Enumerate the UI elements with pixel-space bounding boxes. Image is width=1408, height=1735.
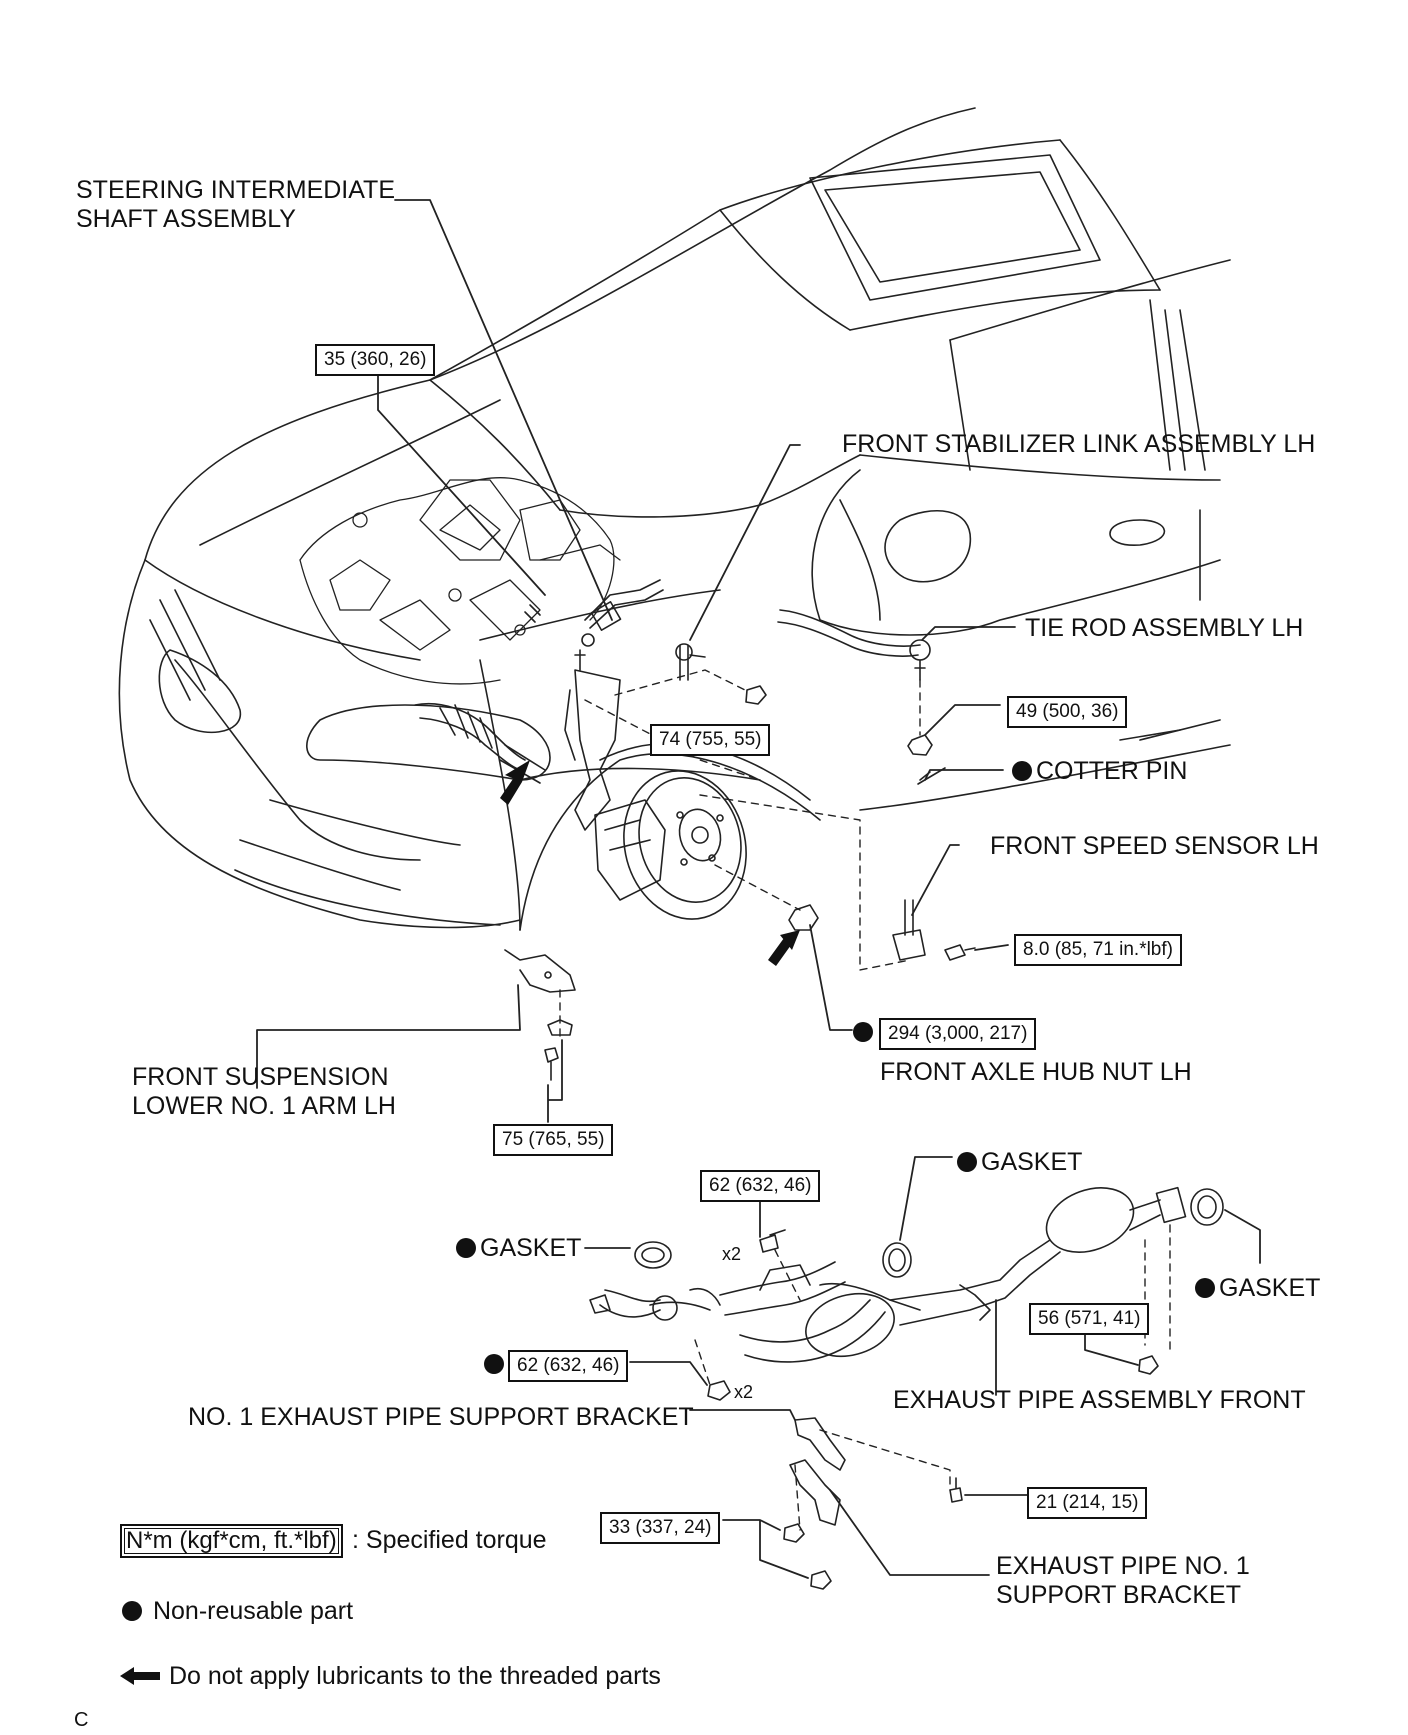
- support-bracket-parts: [789, 1417, 846, 1526]
- no1-bracket-label: NO. 1 EXHAUST PIPE SUPPORT BRACKET: [188, 1403, 694, 1431]
- torque-box-steering: 35 (360, 26): [315, 344, 436, 376]
- legend-torque-text: : Specified torque: [352, 1526, 547, 1554]
- torque-box-hub-nut: 294 (3,000, 217): [879, 1018, 1037, 1050]
- steering-shaft-label-line1: STEERING INTERMEDIATE: [76, 176, 396, 204]
- gasket-right-text: GASKET: [1219, 1274, 1321, 1302]
- arrow-hub-nut: [768, 930, 800, 966]
- dashed-lines: [559, 669, 1171, 1531]
- torque-box-manifold-bolt: 62 (632, 46): [700, 1170, 821, 1202]
- exhaust-fasteners: [707, 1229, 1159, 1590]
- non-reusable-dot-icon: [1012, 761, 1032, 781]
- legend-torque-box: N*m (kgf*cm, ft.*lbf): [120, 1524, 343, 1558]
- non-reusable-dot-icon: [1195, 1278, 1215, 1298]
- steering-shaft-label: STEERING INTERMEDIATE SHAFT ASSEMBLY: [76, 176, 395, 234]
- torque-box-tie-rod: 49 (500, 36): [1007, 696, 1128, 728]
- torque-box-stabilizer: 74 (755, 55): [650, 724, 771, 756]
- hub-nut-label: FRONT AXLE HUB NUT LH: [880, 1058, 1192, 1086]
- gasket-parts: [634, 1188, 1224, 1278]
- torque-box-speed-sensor: 8.0 (85, 71 in.*lbf): [1014, 934, 1182, 966]
- hub-nut-part: [788, 904, 819, 931]
- arrow-drive-shaft: [500, 760, 530, 805]
- hub-nut-torque-row: [853, 1018, 877, 1047]
- non-reusable-dot-icon: [484, 1354, 504, 1374]
- steering-shaft-label-line2: SHAFT ASSEMBLY: [76, 205, 296, 233]
- manifold-nut-row: [484, 1350, 508, 1379]
- torque-box-bracket-bolt: 21 (214, 15): [1027, 1487, 1148, 1519]
- tie-rod-part: [777, 609, 931, 681]
- tie-rod-label: TIE ROD ASSEMBLY LH: [1025, 614, 1304, 642]
- lower-arm-label: FRONT SUSPENSION LOWER NO. 1 ARM LH: [132, 1063, 396, 1121]
- nut-quantity-label: x2: [734, 1382, 754, 1402]
- pipe-no1-bracket-label: EXHAUST PIPE NO. 1 SUPPORT BRACKET: [996, 1552, 1250, 1610]
- speed-sensor-label: FRONT SPEED SENSOR LH: [990, 832, 1319, 860]
- legend-nonreusable: Non-reusable part: [122, 1597, 353, 1626]
- steering-shaft-part: [524, 579, 664, 647]
- stabilizer-link-label: FRONT STABILIZER LINK ASSEMBLY LH: [842, 430, 1316, 458]
- engine-sketch: [299, 477, 621, 685]
- stabilizer-link-part: [675, 643, 767, 705]
- torque-box-flange-nut: 56 (571, 41): [1029, 1303, 1150, 1335]
- oxygen-sensor-part: [589, 1289, 678, 1321]
- gasket-left-text: GASKET: [480, 1234, 582, 1262]
- lower-arm-label-line1: FRONT SUSPENSION: [132, 1063, 389, 1091]
- no-lubricant-arrows: [500, 760, 800, 966]
- legend-nonreusable-text: Non-reusable part: [152, 1597, 354, 1625]
- gasket-left-label: GASKET: [456, 1234, 581, 1263]
- speed-sensor-part: [892, 899, 976, 961]
- non-reusable-dot-icon: [456, 1238, 476, 1258]
- legend-lubricant-text: Do not apply lubricants to the threaded …: [168, 1662, 661, 1690]
- torque-box-lower-arm: 75 (765, 55): [493, 1124, 614, 1156]
- drive-shaft-part: [414, 702, 546, 784]
- cotter-pin-label: COTTER PIN: [1012, 757, 1187, 786]
- lower-arm-part: [504, 949, 576, 1081]
- exhaust-pipe-front-label: EXHAUST PIPE ASSEMBLY FRONT: [893, 1386, 1306, 1414]
- gasket-top-text: GASKET: [981, 1148, 1083, 1176]
- pipe-no1-bracket-label-line2: SUPPORT BRACKET: [996, 1581, 1241, 1609]
- non-reusable-dot-icon: [957, 1152, 977, 1172]
- bolt-quantity-label: x2: [722, 1244, 742, 1264]
- leader-lines: [256, 199, 1261, 1579]
- cotter-pin-text: COTTER PIN: [1036, 757, 1188, 785]
- corner-mark: C: [74, 1709, 89, 1731]
- torque-box-manifold-nut: 62 (632, 46): [508, 1350, 629, 1382]
- torque-box-bracket-nut: 33 (337, 24): [600, 1512, 721, 1544]
- non-reusable-dot-icon: [122, 1601, 142, 1621]
- black-arrow-icon: [120, 1667, 160, 1685]
- pipe-no1-bracket-label-line1: EXHAUST PIPE NO. 1: [996, 1552, 1250, 1580]
- brake-disc-part: [594, 770, 747, 920]
- lower-arm-label-line2: LOWER NO. 1 ARM LH: [132, 1092, 396, 1120]
- gasket-right-label: GASKET: [1195, 1274, 1320, 1303]
- gasket-top-label: GASKET: [957, 1148, 1082, 1177]
- exhaust-pipe-part: [649, 1186, 1187, 1363]
- legend-lubricant: Do not apply lubricants to the threaded …: [118, 1662, 661, 1691]
- vehicle-body-outline: [118, 107, 1231, 931]
- non-reusable-dot-icon: [853, 1022, 873, 1042]
